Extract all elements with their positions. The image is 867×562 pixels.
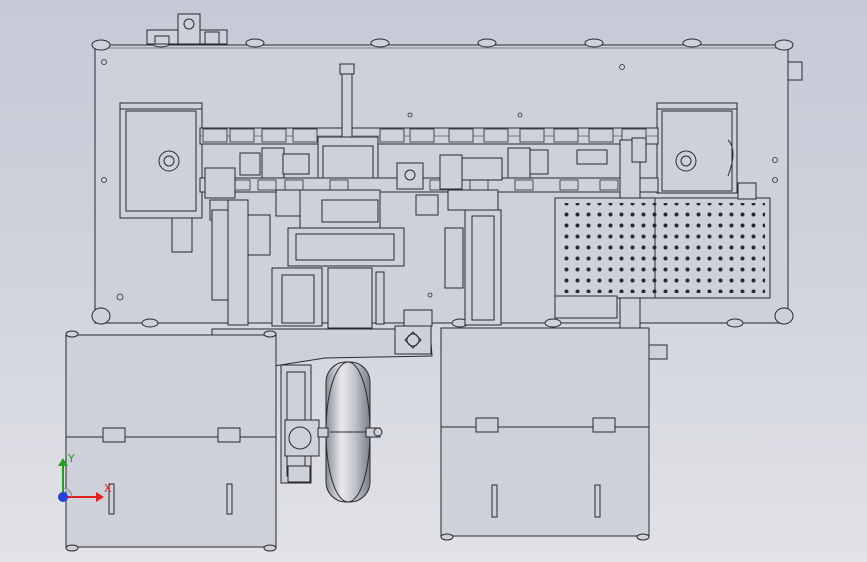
lower-rail [199, 177, 659, 193]
mounting-holes [101, 59, 778, 301]
top-motor [146, 13, 228, 45]
right-bin [440, 327, 668, 541]
lower-rail-blocks [209, 179, 619, 191]
center-column [317, 63, 379, 186]
coordinate-triad: X Y [58, 452, 112, 502]
center-carriage [271, 189, 405, 329]
side-tab [787, 61, 803, 81]
y-axis-label: Y [67, 452, 75, 465]
left-station [171, 147, 311, 326]
right-drive-plate [656, 102, 738, 194]
x-axis-label: X [104, 482, 112, 495]
actuator-column [280, 364, 320, 484]
center-fixtures [396, 154, 463, 327]
right-motor [737, 182, 757, 200]
perforated-plate [554, 197, 771, 319]
rail-clamps [202, 128, 647, 143]
tape-reel [317, 361, 383, 503]
left-bin [65, 330, 277, 552]
left-drive-plate [119, 102, 203, 219]
